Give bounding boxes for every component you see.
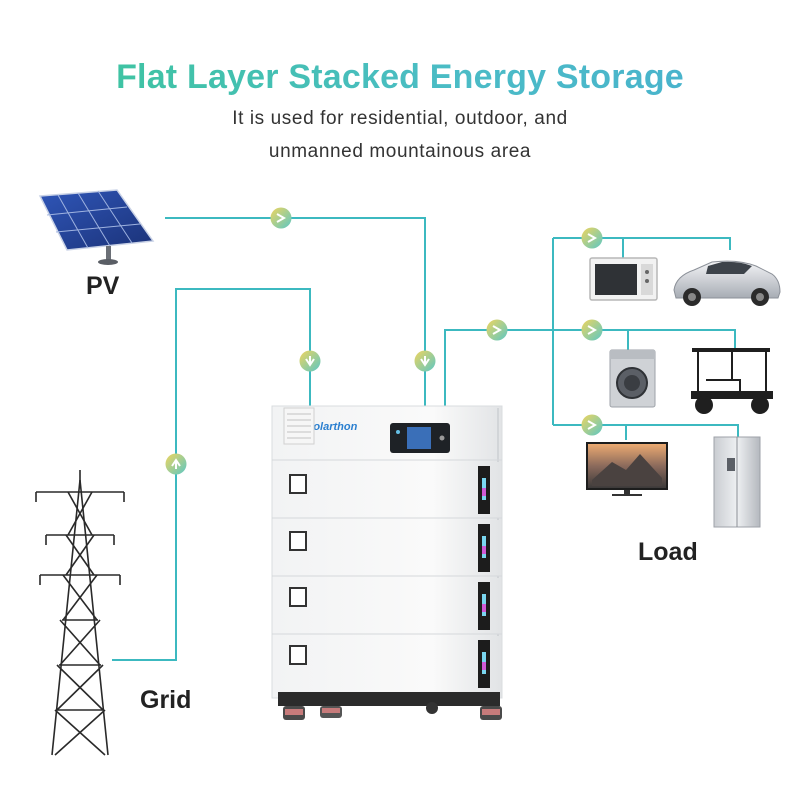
car-icon	[673, 260, 781, 306]
wheel-icon	[480, 706, 502, 720]
battery-module-3	[274, 578, 500, 634]
golf-cart-icon	[691, 348, 773, 414]
cabinet-base	[278, 692, 500, 706]
handle-icon	[289, 531, 307, 551]
arrow-right-icon	[270, 207, 292, 229]
battery-module-2	[274, 520, 500, 576]
load-line-bottom	[553, 424, 739, 438]
battery-module-1	[274, 462, 500, 518]
load-line-middle	[553, 329, 736, 348]
pv-line	[165, 217, 426, 410]
power-tower-icon	[35, 470, 125, 756]
subtitle-line-2: unmanned mountainous area	[268, 141, 532, 162]
handle-icon	[289, 587, 307, 607]
grid-label: Grid	[140, 686, 192, 714]
handle-icon	[289, 474, 307, 494]
arrow-right-icon	[486, 319, 508, 341]
subtitle-line-1: It is used for residential, outdoor, and	[232, 108, 568, 129]
arrow-right-icon	[581, 227, 603, 249]
washing-machine-icon	[609, 349, 656, 408]
battery-module-4	[274, 636, 500, 692]
battery-cabinet: Solarthon	[271, 405, 503, 720]
arrow-down-icon	[299, 350, 321, 372]
brand-logo: Solarthon	[306, 421, 358, 433]
pv-label: PV	[86, 272, 120, 300]
refrigerator-icon	[713, 436, 761, 528]
arrow-down-icon	[414, 350, 436, 372]
page-title: Flat Layer Stacked Energy Storage	[116, 58, 684, 96]
load-line-top	[553, 237, 731, 250]
arrow-right-icon	[581, 414, 603, 436]
arrow-up-icon	[165, 453, 187, 475]
solar-panel-icon	[38, 189, 155, 265]
microwave-icon	[589, 257, 658, 301]
tv-icon	[586, 442, 668, 496]
wheel-icon	[283, 706, 305, 720]
load-label: Load	[638, 538, 698, 566]
arrow-right-icon	[581, 319, 603, 341]
output-line	[444, 329, 553, 410]
connection-lines	[112, 217, 739, 661]
handle-icon	[289, 645, 307, 665]
flow-arrows	[165, 207, 603, 475]
grid-line	[112, 288, 311, 661]
wheel-icon	[320, 706, 342, 718]
